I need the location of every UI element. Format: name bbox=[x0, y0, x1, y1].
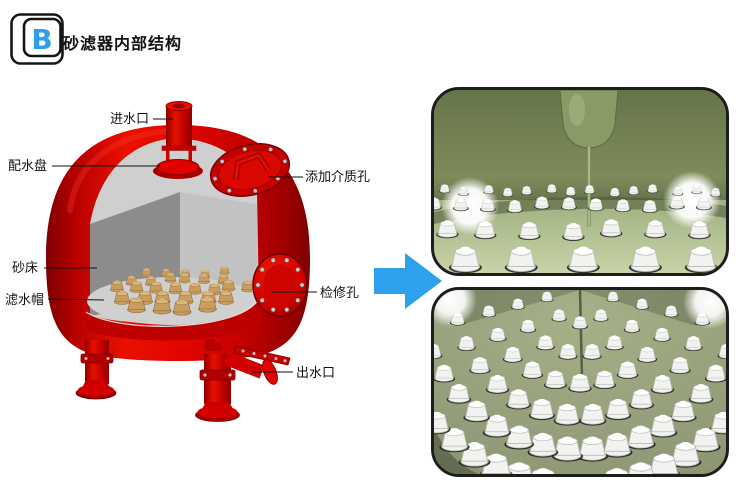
filter-caps bbox=[434, 291, 726, 474]
leader-lines bbox=[44, 118, 317, 373]
label-filter-cap: 滤水帽 bbox=[5, 292, 44, 308]
label-outlet: 出水口 bbox=[296, 366, 335, 381]
inspection-manhole bbox=[252, 253, 308, 317]
light-glow-left bbox=[434, 290, 477, 327]
photo-filter-plate-top-view bbox=[431, 287, 729, 477]
tank-interior-cutaway bbox=[84, 138, 262, 341]
filter-caps bbox=[434, 184, 722, 273]
label-media-port: 添加介质孔 bbox=[305, 170, 370, 185]
b-key-icon: B bbox=[10, 13, 64, 65]
inlet-pipe bbox=[161, 101, 197, 168]
center-rod bbox=[578, 290, 584, 379]
b-key-letter: B bbox=[31, 23, 52, 56]
photo-tank-interior-side-view bbox=[431, 87, 729, 276]
sand-filter-diagram: 进水口 配水盘 添加介质孔 砂床 滤水帽 检修孔 出水口 bbox=[5, 101, 370, 422]
distribution-plate bbox=[153, 159, 203, 179]
media-port-hatch bbox=[209, 143, 291, 197]
light-glow-right bbox=[663, 171, 721, 229]
tank-leg-left bbox=[75, 340, 117, 400]
sand-bed-caps bbox=[110, 266, 255, 316]
label-sand-bed: 砂床 bbox=[12, 261, 38, 276]
arrow-right-icon bbox=[374, 253, 442, 309]
label-inlet: 进水口 bbox=[110, 112, 149, 127]
label-distribution-plate: 配水盘 bbox=[8, 158, 47, 174]
light-glow-right bbox=[683, 290, 726, 329]
tank-leg-center bbox=[195, 354, 240, 422]
label-inspection-port: 检修孔 bbox=[320, 286, 359, 301]
outlet-pipe bbox=[223, 345, 291, 385]
bottom-bracket bbox=[205, 339, 221, 351]
page-title: 砂滤器内部结构 bbox=[63, 34, 183, 53]
